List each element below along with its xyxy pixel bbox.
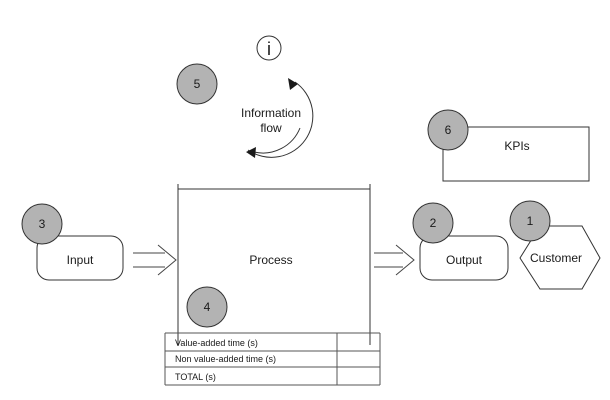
badge-5: 5 xyxy=(176,63,218,105)
input-label: Input xyxy=(67,253,94,267)
input-box: Input xyxy=(36,235,124,281)
info-icon: i xyxy=(256,35,282,61)
badge-3: 3 xyxy=(21,203,63,245)
process-label: Process xyxy=(249,253,292,267)
push-arrow-input-process xyxy=(133,244,177,276)
kpis-label: KPIs xyxy=(504,139,529,153)
badge-1-number: 1 xyxy=(527,214,534,228)
information-flow-arc-inner xyxy=(253,127,301,154)
info-icon-glyph: i xyxy=(267,39,271,59)
information-flow-arrow-top xyxy=(288,78,298,90)
table-row-total: TOTAL (s) xyxy=(175,372,216,382)
customer-node: Customer xyxy=(519,225,601,290)
push-arrow-process-output xyxy=(374,244,415,276)
information-flow-label-line2: flow xyxy=(260,121,282,135)
badge-6: 6 xyxy=(427,109,469,151)
badge-4: 4 xyxy=(186,286,228,328)
information-flow-label-line1: Information xyxy=(241,106,301,120)
badge-1: 1 xyxy=(509,200,551,242)
badge-6-number: 6 xyxy=(445,123,452,137)
timeline-table: Value-added time (s) Non value-added tim… xyxy=(164,332,381,386)
badge-4-number: 4 xyxy=(204,300,211,314)
information-flow-arrow-bottom xyxy=(246,147,256,158)
badge-5-number: 5 xyxy=(194,77,201,91)
table-row-non-value-added: Non value-added time (s) xyxy=(175,354,276,364)
badge-2-number: 2 xyxy=(430,216,437,230)
badge-3-number: 3 xyxy=(39,217,46,231)
customer-label: Customer xyxy=(530,251,582,265)
process-box: Process xyxy=(177,184,371,345)
information-flow-node: Information flow xyxy=(241,78,314,158)
output-box: Output xyxy=(419,235,509,281)
table-row-value-added: Value-added time (s) xyxy=(175,338,258,348)
information-flow-arc-outer xyxy=(247,81,314,158)
badge-2: 2 xyxy=(412,202,454,244)
output-label: Output xyxy=(446,253,483,267)
